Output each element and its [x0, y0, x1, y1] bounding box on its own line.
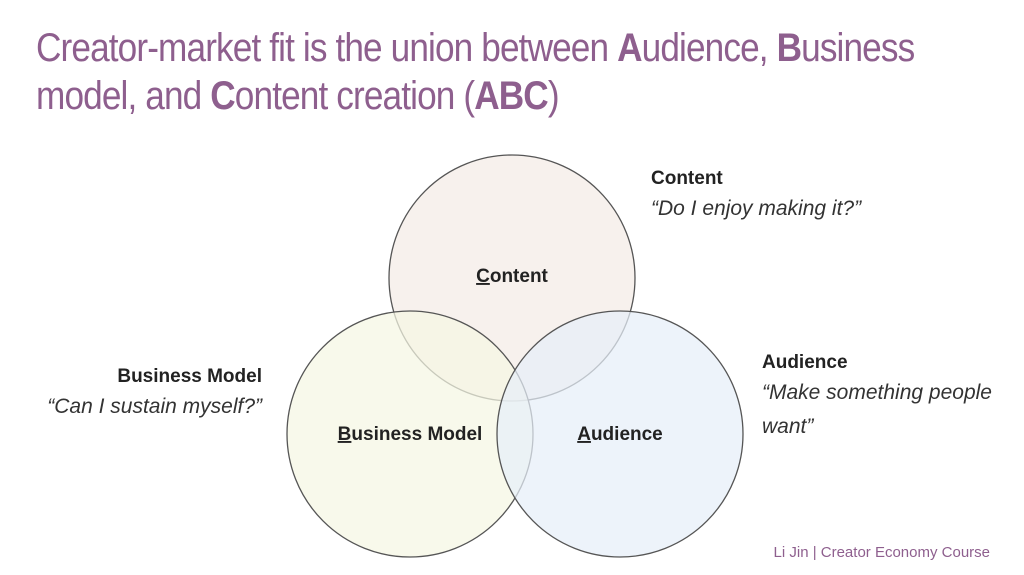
- callout-audience: Audience “Make something people want”: [762, 350, 1012, 444]
- venn-label-content-rest: ontent: [490, 266, 549, 287]
- title-line-1-segment-1: A: [617, 26, 642, 70]
- callout-business-heading: Business Model: [117, 366, 262, 387]
- venn-label-audience-rest: udience: [591, 424, 663, 445]
- title-line-1-segment-4: usiness: [801, 26, 915, 70]
- title-line-2: model, and Content creation (ABC): [36, 72, 881, 120]
- title-line-2-segment-2: ontent creation (: [234, 74, 475, 118]
- title-line-2-segment-4: ): [547, 74, 560, 118]
- slide-title: Creator-market fit is the union between …: [36, 24, 915, 120]
- venn-label-audience: Audience: [577, 424, 663, 445]
- title-line-2-segment-3: ABC: [474, 74, 549, 118]
- title-line-1-segment-3: B: [776, 26, 802, 70]
- title-line-2-segment-1: C: [210, 74, 235, 118]
- callout-content-quote: “Do I enjoy making it?”: [651, 197, 862, 220]
- callout-business-model: Business Model “Can I sustain myself?”: [0, 364, 262, 424]
- venn-label-audience-initial: A: [577, 424, 591, 445]
- callout-audience-quote-line-2: want”: [762, 415, 814, 438]
- venn-label-content-initial: C: [476, 266, 490, 287]
- callout-content-heading: Content: [651, 168, 723, 189]
- callout-content: Content “Do I enjoy making it?”: [651, 166, 951, 226]
- venn-label-business-model: Business Model: [338, 424, 483, 445]
- callout-audience-quote-line-1: “Make something people: [762, 381, 992, 404]
- callout-business-quote: “Can I sustain myself?”: [47, 395, 262, 418]
- title-line-1-segment-0: Creator-market fit is the union between: [36, 26, 618, 70]
- callout-audience-heading: Audience: [762, 352, 848, 373]
- footer-credit: Li Jin | Creator Economy Course: [773, 544, 990, 561]
- title-line-2-segment-0: model, and: [36, 74, 211, 118]
- venn-label-content: Content: [476, 266, 548, 287]
- venn-circle-audience: [496, 310, 744, 558]
- title-line-1-segment-2: udience,: [641, 26, 777, 70]
- title-line-1: Creator-market fit is the union between …: [36, 24, 915, 72]
- venn-label-business-rest: usiness Model: [351, 424, 482, 445]
- venn-label-business-initial: B: [338, 424, 352, 445]
